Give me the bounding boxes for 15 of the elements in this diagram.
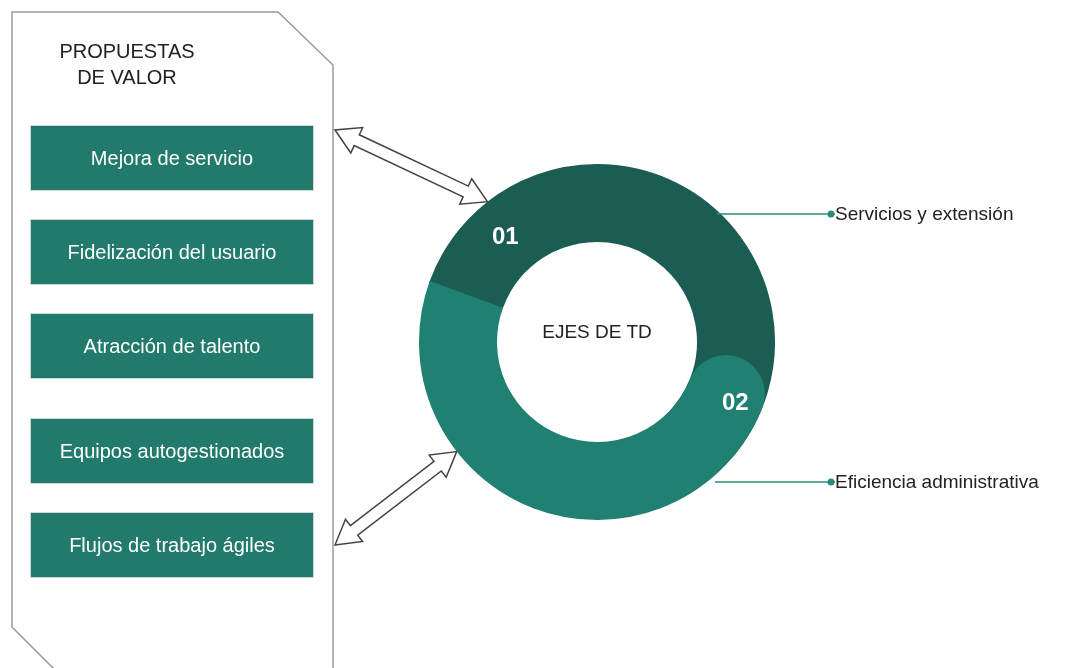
value-box: Flujos de trabajo ágiles [30, 512, 314, 578]
segment-number: 02 [722, 388, 749, 416]
leader-line [714, 478, 836, 486]
panel-title: PROPUESTAS DE VALOR [58, 39, 196, 90]
double-arrow [333, 450, 458, 546]
value-box: Mejora de servicio [30, 125, 314, 191]
value-box: Atracción de talento [30, 313, 314, 379]
segment-number: 01 [492, 222, 519, 250]
leader-line [716, 210, 836, 218]
value-box: Equipos autogestionados [30, 418, 314, 484]
axis-label: Eficiencia administrativa [835, 468, 1081, 496]
double-arrow [333, 126, 489, 206]
value-box: Fidelización del usuario [30, 219, 314, 285]
axis-label: Servicios y extensión [835, 200, 1065, 228]
center-label: EJES DE TD [537, 302, 657, 362]
